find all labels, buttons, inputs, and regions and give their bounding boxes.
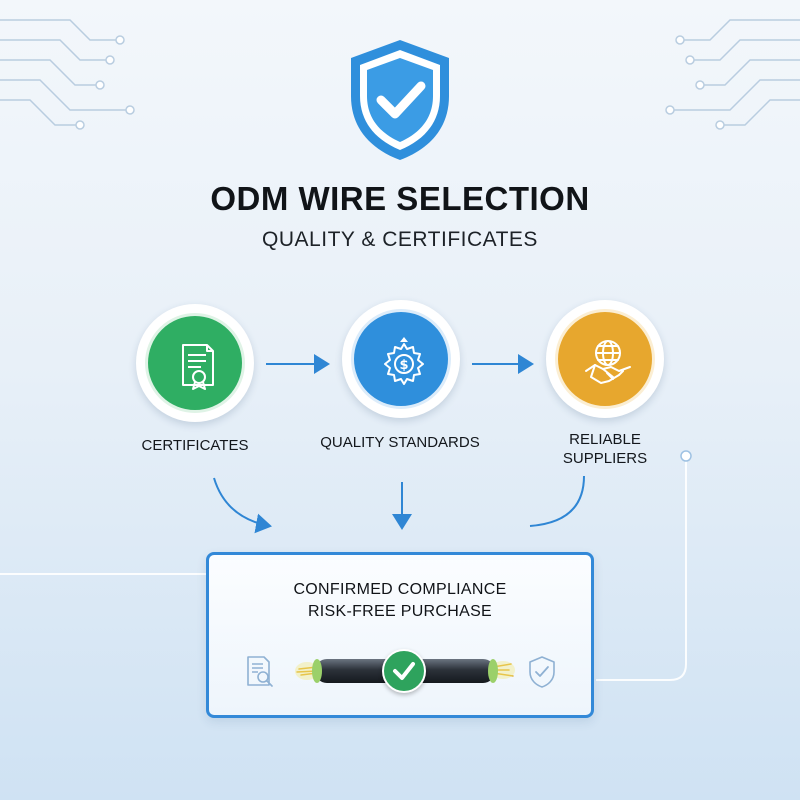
result-title: CONFIRMED COMPLIANCE — [293, 581, 507, 598]
circuit-decoration-left — [0, 19, 135, 130]
shield-check-icon — [529, 656, 555, 688]
document-search-icon — [247, 656, 273, 687]
step-label-line2: SUPPLIERS — [562, 450, 648, 467]
step-label-line1: RELIABLE — [569, 431, 641, 448]
curve-suppliers-to-result — [529, 475, 585, 527]
result-subtitle: RISK-FREE PURCHASE — [307, 603, 493, 620]
result-box: CONFIRMED COMPLIANCE RISK-FREE PURCHASE — [206, 552, 594, 718]
arrow-certificates-to-result — [213, 477, 272, 534]
check-badge — [382, 649, 426, 693]
step-reliable-suppliers — [546, 300, 664, 418]
globe-handshake-icon — [585, 340, 631, 384]
page-subtitle: QUALITY & CERTIFICATES — [262, 228, 538, 251]
svg-text:$: $ — [399, 358, 408, 373]
step-label-reliable-suppliers: RELIABLE SUPPLIERS — [540, 430, 670, 468]
circuit-decoration-right — [665, 19, 800, 130]
certificate-document-icon — [182, 344, 214, 390]
step-quality-standards: $ — [342, 300, 460, 418]
step-label-quality-standards: QUALITY STANDARDS — [320, 434, 480, 451]
check-icon — [393, 662, 415, 680]
shield-check-icon — [351, 40, 449, 160]
gear-dollar-icon: $ — [384, 337, 424, 385]
step-label-certificates: CERTIFICATES — [141, 437, 249, 454]
page-title: ODM WIRE SELECTION — [210, 180, 590, 217]
step-certificates — [136, 304, 254, 422]
connector-node — [680, 450, 692, 462]
glow-line-right — [596, 458, 687, 681]
